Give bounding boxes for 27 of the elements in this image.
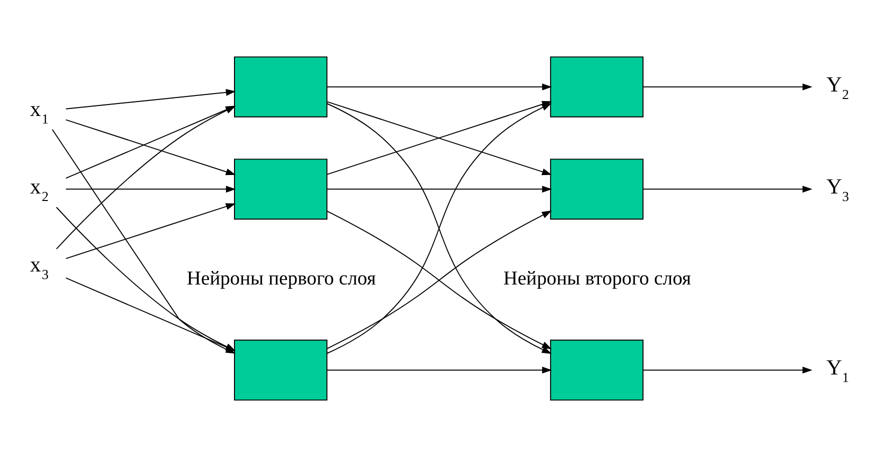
node-box xyxy=(550,56,644,118)
label: Нейроны первого слоя xyxy=(186,268,376,290)
node-box xyxy=(234,158,328,220)
arrow xyxy=(65,203,236,260)
arrow xyxy=(65,89,236,110)
arrow xyxy=(65,119,236,176)
arrow xyxy=(56,206,236,352)
node-box xyxy=(234,340,328,401)
node-text: x$_{2}$ xyxy=(30,174,49,204)
arrow xyxy=(326,186,552,193)
arrow xyxy=(642,83,812,90)
node-text: Y$_{1}$ xyxy=(826,356,849,386)
node-text: x$_{1}$ xyxy=(30,97,49,127)
node-text: x$_{3}$ xyxy=(30,252,49,282)
node-box xyxy=(234,56,328,118)
node-text: Y$_{3}$ xyxy=(826,174,849,204)
arrow xyxy=(326,83,552,90)
arrow xyxy=(326,366,552,374)
node-box xyxy=(550,158,644,220)
arrow xyxy=(642,366,812,374)
node-text: Y$_{2}$ xyxy=(826,72,849,102)
arrow xyxy=(65,186,236,193)
node-box xyxy=(550,340,644,401)
arrow xyxy=(642,186,812,193)
arrow xyxy=(326,210,552,350)
arrow xyxy=(65,277,236,352)
label: Нейроны второго слоя xyxy=(503,268,692,290)
